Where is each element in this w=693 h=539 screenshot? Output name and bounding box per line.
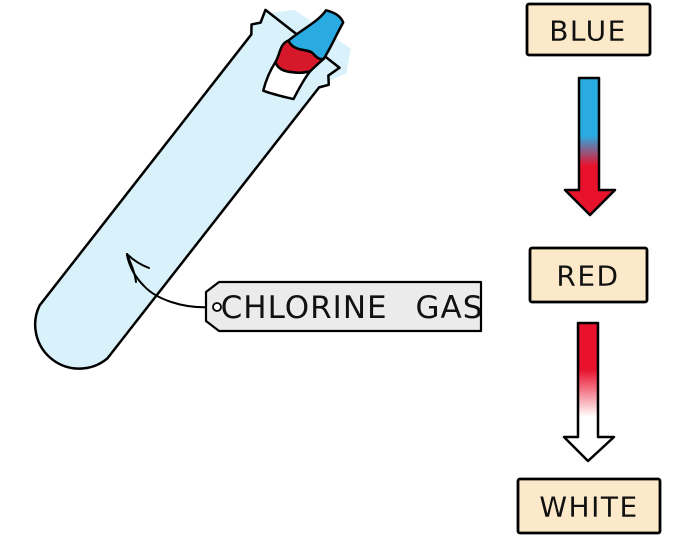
litmus-paper-blue-section [287,9,345,61]
blue-stage-label: BLUE [549,15,627,48]
red-stage-box [528,246,649,304]
tag-label: CHLORINE GAS [221,290,484,326]
pointer-arrowhead-leg-right [126,253,150,269]
tag-hole [212,302,222,312]
pointer-arrowhead-leg-left [126,253,137,283]
arrow-red-to-white [562,321,616,463]
tag-string [126,254,213,309]
white-stage-box [516,477,662,535]
blue-stage-box [525,2,652,57]
chlorine-gas-tag [204,280,483,333]
test-tube [33,8,341,370]
red-stage-label: RED [556,260,619,293]
test-tube-group [33,8,351,370]
arrow-blue-to-red [563,76,617,217]
white-stage-label: WHITE [539,491,638,524]
